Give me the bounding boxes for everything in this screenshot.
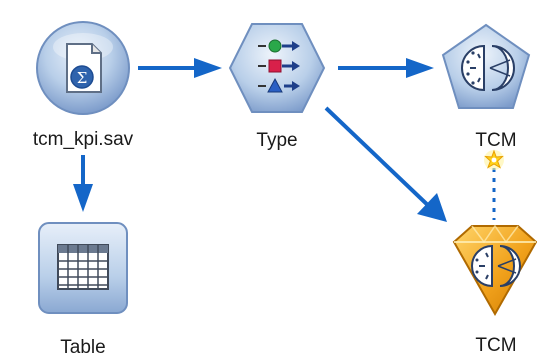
link-arrowhead: [406, 58, 434, 78]
svg-text:Σ: Σ: [77, 69, 88, 87]
table-node[interactable]: [36, 220, 130, 318]
tcm-model-nugget-icon: [452, 224, 537, 317]
source-node-label: tcm_kpi.sav: [32, 129, 134, 150]
link-arrowhead: [194, 58, 222, 78]
type-node[interactable]: [228, 20, 326, 116]
link-arrowhead: [73, 184, 93, 212]
type-icon: [228, 23, 326, 113]
source-node-statistics-file[interactable]: Σ: [34, 19, 132, 117]
tcm-modeler-icon: [441, 23, 531, 109]
statistics-file-icon: Σ: [36, 21, 130, 115]
link-arrowhead: [417, 193, 447, 222]
tcm-model-nugget[interactable]: [448, 222, 537, 318]
tcm-model-nugget-label: TCM: [475, 335, 517, 356]
table-icon: [38, 222, 128, 314]
model-refresh-star-icon: [484, 149, 504, 170]
table-node-label: Table: [60, 337, 106, 358]
link-type-to-tcm[interactable]: [338, 58, 434, 78]
tcm-modeling-node-label: TCM: [475, 130, 517, 151]
link-source-to-type[interactable]: [138, 58, 222, 78]
link-source-to-table[interactable]: [73, 155, 93, 212]
type-node-label: Type: [256, 130, 298, 151]
tcm-modeling-node[interactable]: [440, 22, 532, 114]
link-type-to-tcm-nugget[interactable]: [324, 106, 447, 222]
